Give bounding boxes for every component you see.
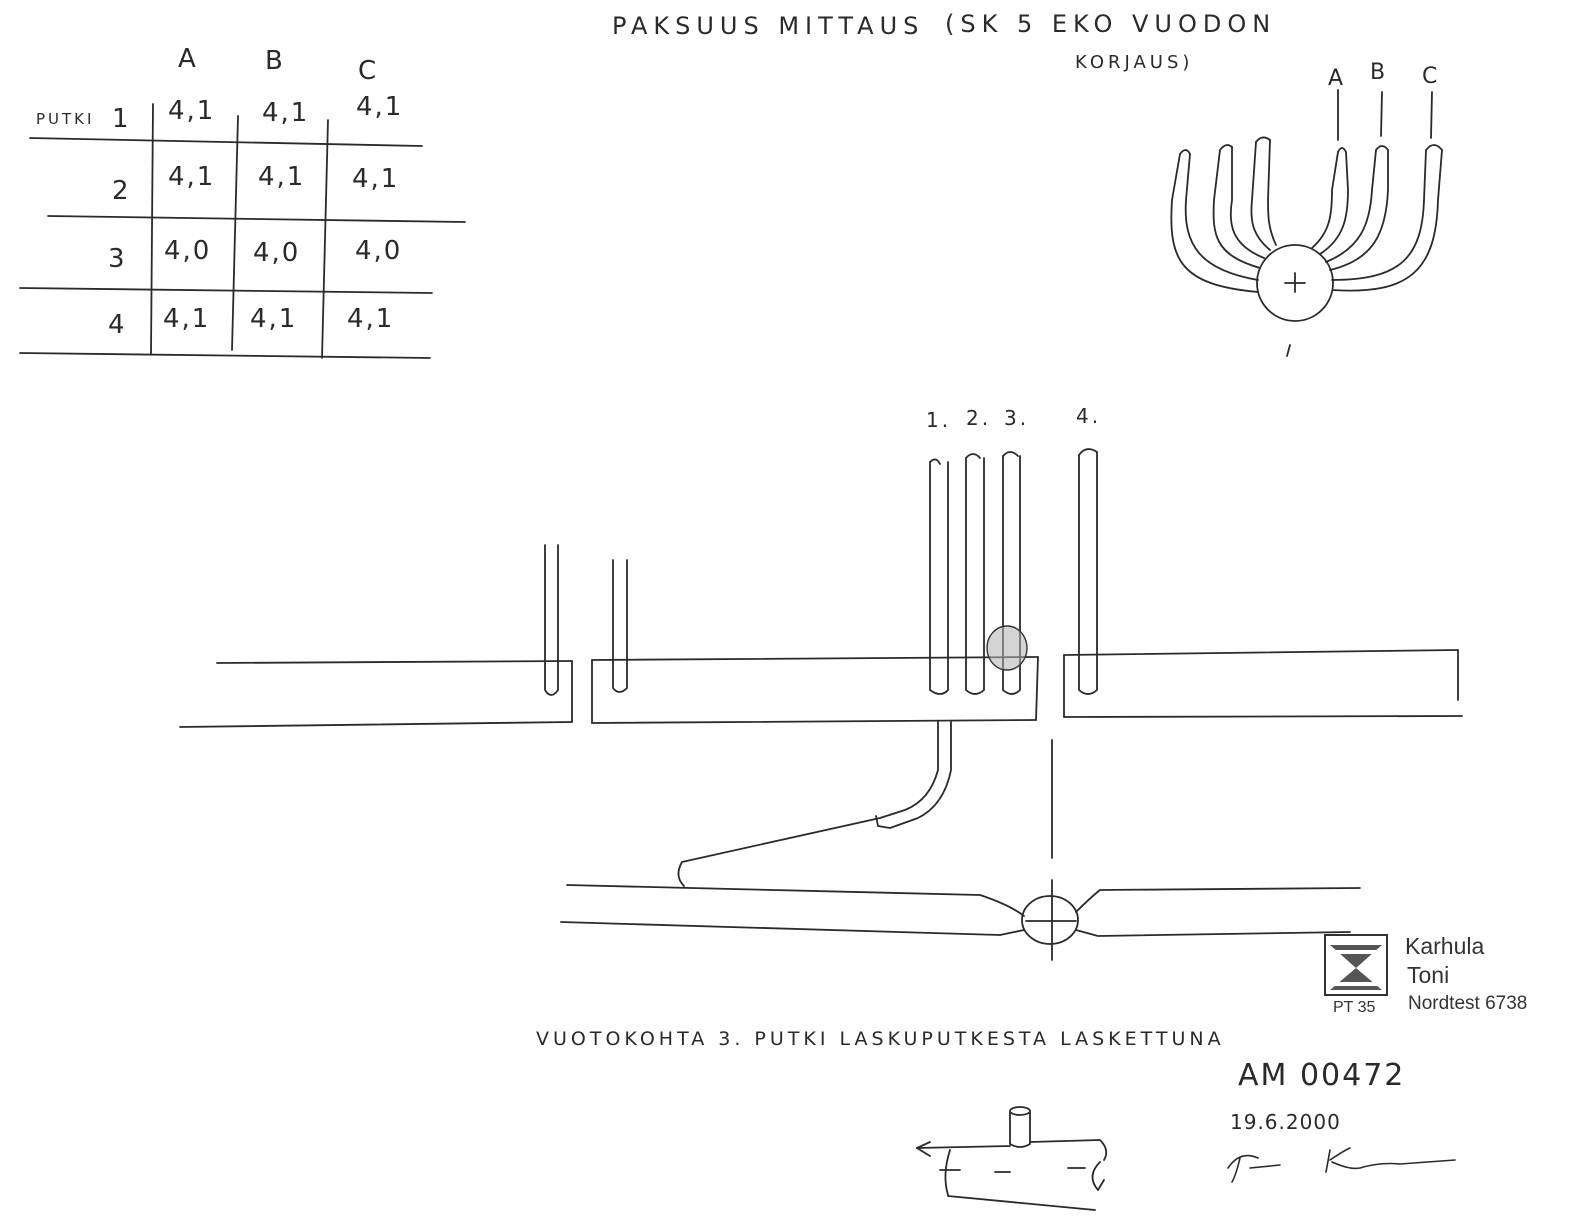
stamp-code: PT 35 xyxy=(1333,999,1376,1016)
signature xyxy=(1227,1147,1456,1183)
pipe-label-4: 4. xyxy=(1076,404,1102,428)
cell-3-c: 4,0 xyxy=(355,236,403,266)
small-valve-sketch xyxy=(916,1106,1108,1211)
manifold-label-a: A xyxy=(1328,66,1347,91)
cell-4-c: 4,1 xyxy=(347,304,395,334)
pipe-label-2: 2. xyxy=(966,406,992,430)
pipe-label-1: 1. xyxy=(926,408,952,432)
manifold-label-c: C xyxy=(1422,64,1441,89)
document-title-continued: (SK 5 EKO VUODON xyxy=(945,10,1277,38)
manifold-sketch xyxy=(1170,89,1443,357)
inspector-stamp-logo xyxy=(1324,934,1388,996)
reference-number: AM 00472 xyxy=(1238,1058,1406,1093)
column-header-b: B xyxy=(265,46,285,76)
column-header-a: A xyxy=(178,44,198,74)
row-label-1: 1 xyxy=(112,104,131,134)
cell-3-a: 4,0 xyxy=(164,236,212,266)
leak-location-caption: VUOTOKOHTA 3. PUTKI LASKUPUTKESTA LASKET… xyxy=(536,1028,1225,1050)
cell-1-c: 4,1 xyxy=(356,92,404,122)
cell-4-a: 4,1 xyxy=(163,304,211,334)
stamp-certification: Nordtest 6738 xyxy=(1408,993,1528,1014)
cell-2-c: 4,1 xyxy=(352,164,400,194)
manifold-label-b: B xyxy=(1370,60,1389,85)
pipe-label-3: 3. xyxy=(1004,406,1030,430)
row-label-4: 4 xyxy=(108,310,127,340)
cell-1-b: 4,1 xyxy=(262,98,310,128)
cell-4-b: 4,1 xyxy=(250,304,298,334)
row-label-2: 2 xyxy=(112,176,131,206)
row-label-3: 3 xyxy=(108,244,127,274)
cell-2-a: 4,1 xyxy=(168,162,216,192)
header-pipe-sketch xyxy=(179,448,1463,961)
column-header-c: C xyxy=(358,56,379,86)
date: 19.6.2000 xyxy=(1230,1110,1341,1134)
document-title: PAKSUUS MITTAUS xyxy=(612,12,925,40)
leak-marker xyxy=(986,625,1028,671)
cell-3-b: 4,0 xyxy=(253,238,301,268)
cell-1-a: 4,1 xyxy=(168,96,216,126)
document-title-end: KORJAUS) xyxy=(1075,52,1194,73)
table-grid xyxy=(19,103,466,359)
stamp-name-line2: Toni xyxy=(1407,962,1450,988)
cell-2-b: 4,1 xyxy=(258,162,306,192)
row-group-label: PUTKI xyxy=(36,110,95,128)
stamp-name-line1: Karhula xyxy=(1405,933,1485,959)
